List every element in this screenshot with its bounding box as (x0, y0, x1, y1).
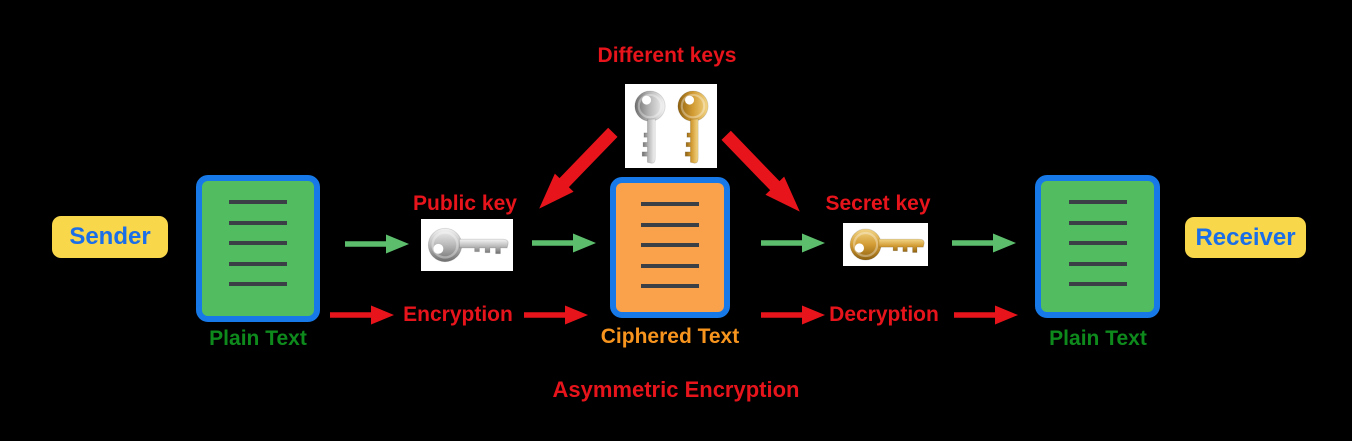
document-text-line (641, 202, 699, 206)
document-text-line (1068, 261, 1127, 266)
publickey-to-cipher-arrow (532, 233, 596, 253)
encryption-arrow-out (524, 305, 588, 325)
document-text-line (641, 222, 699, 227)
document-text-line (1068, 220, 1127, 225)
public-key-tile (421, 219, 513, 271)
secretkey-to-plain-arrow (952, 233, 1016, 253)
differentkeys-to-publickey-arrow (539, 127, 618, 209)
plain-text-label-right: Plain Text (1049, 327, 1147, 350)
secret-key-label: Secret key (825, 192, 931, 215)
differentkeys-to-secretkey-arrow (721, 130, 800, 212)
plain-text-document-left (196, 175, 320, 322)
document-text-line (641, 243, 699, 247)
plain-text-label-left: Plain Text (209, 327, 307, 350)
receiver-badge: Receiver (1185, 217, 1306, 258)
ciphered-text-label: Ciphered Text (600, 325, 740, 348)
encryption-arrow-in (330, 305, 394, 325)
document-text-line (1068, 282, 1127, 286)
silver-key-vertical-icon (633, 90, 666, 164)
receiver-label: Receiver (1195, 223, 1296, 251)
cipher-to-secretkey-arrow (761, 233, 825, 253)
silver-key-icon (427, 227, 509, 263)
sender-label: Sender (69, 223, 151, 250)
gold-key-icon (849, 228, 925, 261)
decryption-label: Decryption (829, 303, 939, 326)
document-text-line (1068, 241, 1127, 245)
document-text-line (641, 263, 699, 268)
different-keys-label: Different keys (597, 44, 737, 67)
secret-key-tile (843, 223, 928, 266)
document-text-line (229, 200, 287, 204)
decryption-arrow-out (954, 305, 1018, 325)
diagram-caption: Asymmetric Encryption (552, 377, 800, 402)
different-keys-tile (625, 84, 717, 168)
plain-text-document-right (1035, 175, 1160, 318)
decryption-arrow-in (761, 305, 825, 325)
ciphered-text-document (610, 177, 730, 318)
document-text-line (641, 284, 699, 288)
document-text-line (229, 261, 287, 266)
encryption-label: Encryption (403, 303, 513, 326)
gold-key-vertical-icon (676, 90, 709, 164)
document-text-line (229, 282, 287, 286)
plain-to-publickey-arrow (345, 234, 409, 254)
document-text-line (229, 241, 287, 245)
public-key-label: Public key (413, 192, 517, 215)
sender-badge: Sender (52, 216, 168, 258)
document-text-line (1068, 200, 1127, 204)
document-text-line (229, 220, 287, 225)
